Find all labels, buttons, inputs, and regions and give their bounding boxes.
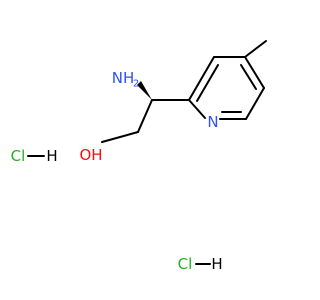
amine-label: NH [112, 69, 135, 87]
bond-c5-methyl [244, 40, 267, 58]
salt-2-h-label: H [211, 255, 222, 273]
bond-ch2-o [101, 131, 139, 143]
pyridine-ring [188, 56, 265, 120]
ring-nitrogen-label: N [207, 113, 218, 131]
bond-calpha-ch2 [137, 99, 153, 133]
salt-1-h-label: H [46, 147, 57, 165]
bond-n-c2 [188, 99, 206, 119]
chemical-structure: NH 2 N OH Cl H Cl H [11, 40, 267, 273]
wedge-bond-amine [137, 81, 152, 100]
bond-c4-c5-double [240, 64, 257, 90]
hydroxyl-label: OH [79, 146, 102, 164]
salt-2-cl-label: Cl [178, 255, 193, 273]
bond-c2-c3-double [196, 64, 219, 102]
bond-c4-c5 [244, 56, 265, 89]
amine-subscript: 2 [133, 79, 139, 90]
salt-1-cl-label: Cl [11, 147, 26, 165]
bond-c2-c3 [188, 56, 215, 101]
bond-c5-c6 [245, 87, 265, 120]
